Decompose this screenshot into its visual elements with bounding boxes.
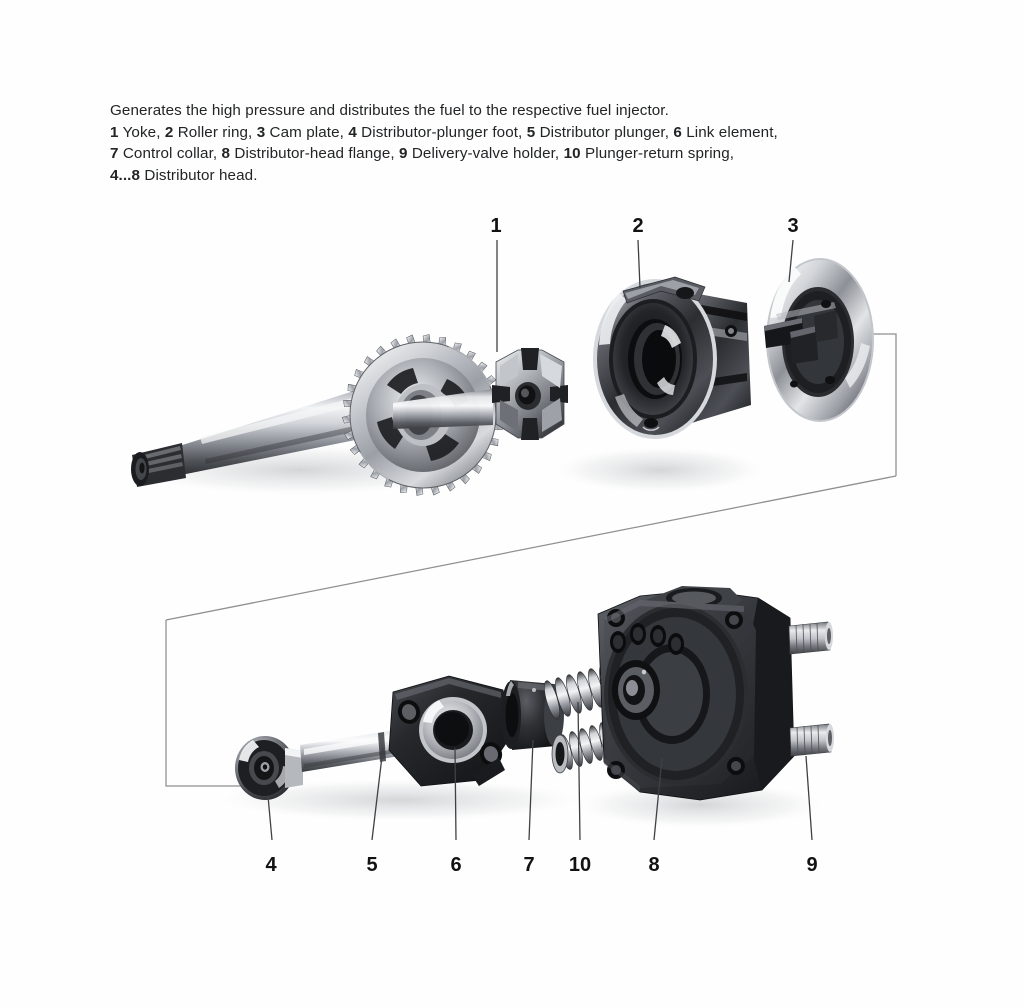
callout-9: 9	[806, 854, 818, 876]
caption-text-10: Plunger-return spring,	[580, 145, 735, 162]
link-element	[388, 675, 512, 787]
callout-3: 3	[787, 215, 799, 237]
leader-lines-bottom	[267, 701, 813, 841]
callout-5: 5	[366, 854, 378, 876]
leader-line-3	[788, 239, 794, 283]
leader-line-8	[653, 757, 663, 841]
caption-text-3: Cam plate,	[265, 123, 349, 141]
caption-num-4-8: 4...8	[110, 166, 141, 184]
callout-7: 7	[523, 854, 535, 876]
roller-ring-lug	[622, 276, 706, 304]
caption-text-1: Yoke,	[118, 123, 165, 141]
shadow-plunger	[210, 778, 590, 822]
leader-line-5	[371, 747, 384, 841]
delivery-valve-holder-lower	[789, 723, 834, 757]
leader-lines-top	[496, 239, 794, 352]
distributor-head-flange	[597, 586, 795, 801]
cam-plate	[764, 258, 874, 422]
caption-num-6: 6	[673, 123, 682, 141]
cam-lobes	[764, 310, 838, 364]
shadow-ring	[550, 446, 770, 494]
caption-num-7: 7	[110, 145, 119, 162]
shaft-threaded-end	[131, 443, 186, 487]
leader-line-9	[805, 755, 813, 841]
caption-item-line-3: 4...8 Distributor head.	[110, 165, 910, 187]
caption-num-4: 4	[348, 123, 357, 141]
callout-10: 10	[568, 854, 592, 876]
yoke	[492, 348, 568, 440]
delivery-valve-holder-upper	[788, 621, 833, 655]
caption-num-9: 9	[399, 145, 408, 162]
caption-text-2: Roller ring,	[173, 123, 257, 141]
caption-num-1: 1	[110, 123, 119, 141]
roller-ring	[593, 276, 751, 439]
callout-1: 1	[490, 215, 502, 237]
caption-num-10: 10	[563, 145, 581, 162]
distributor-plunger-foot	[235, 736, 303, 800]
callout-2: 2	[632, 215, 644, 237]
caption-text-9: Delivery-valve holder,	[407, 145, 564, 162]
leader-line-7	[528, 739, 534, 841]
leader-line-2	[637, 239, 641, 289]
yoke-slots	[492, 348, 568, 440]
assembly-bracket	[165, 333, 897, 787]
caption-num-5: 5	[526, 123, 536, 141]
callout-6: 6	[450, 854, 462, 876]
caption-lead-sentence: Generates the high pressure and distribu…	[110, 102, 669, 119]
caption-item-line-2: 7 Control collar, 8 Distributor-head fla…	[110, 143, 910, 165]
caption-text-4: Distributor-plunger foot,	[356, 123, 527, 141]
shadow-head	[570, 781, 830, 829]
leader-line-6	[454, 747, 457, 841]
leader-line-10	[577, 701, 581, 841]
caption-item-line-1: 1 Yoke, 2 Roller ring, 3 Cam plate, 4 Di…	[110, 122, 910, 144]
caption-text-5: Distributor plunger,	[535, 123, 674, 141]
caption-text-6: Link element,	[681, 123, 778, 141]
callout-4: 4	[265, 854, 277, 876]
leader-line-4	[267, 795, 273, 841]
caption-num-2: 2	[164, 123, 174, 141]
figure-caption: Generates the high pressure and distribu…	[110, 100, 910, 186]
caption-text-7: Control collar,	[118, 145, 222, 162]
caption-text-8: Distributor-head flange,	[230, 145, 399, 162]
caption-text-4-8: Distributor head.	[140, 166, 258, 184]
distribution-ports	[610, 623, 684, 655]
caption-num-3: 3	[256, 123, 266, 141]
drive-gear	[341, 334, 505, 496]
callout-8: 8	[648, 854, 660, 876]
caption-num-8: 8	[221, 145, 231, 162]
